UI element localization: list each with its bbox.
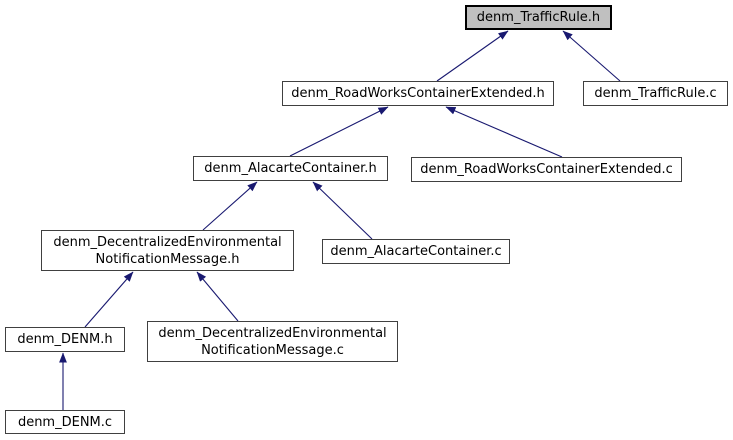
node-denm-alacartecontainer-h[interactable]: denm_AlacarteContainer.h: [193, 156, 388, 181]
node-denm-decentralizedenvironmentalnotificationmessage-h[interactable]: denm_DecentralizedEnvironmental Notifica…: [41, 230, 294, 271]
edge-roadworksextended-h-to-trafficrule-h: [436, 30, 509, 82]
edge-alacarte-h-to-roadworksextended-h: [289, 106, 389, 157]
edge-decentralized-c-to-decentralized-h: [196, 271, 239, 322]
edge-decentralized-h-to-alacarte-h: [202, 181, 258, 231]
edge-roadworksextended-c-to-roadworksextended-h: [445, 106, 563, 158]
edge-trafficrule-c-to-trafficrule-h: [562, 30, 621, 82]
node-denm-trafficrule-c[interactable]: denm_TrafficRule.c: [583, 81, 728, 106]
node-denm-decentralizedenvironmentalnotificationmessage-c[interactable]: denm_DecentralizedEnvironmental Notifica…: [147, 321, 398, 362]
node-denm-roadworkscontainerextended-h[interactable]: denm_RoadWorksContainerExtended.h: [282, 81, 554, 106]
node-denm-denm-c[interactable]: denm_DENM.c: [5, 410, 125, 434]
node-denm-roadworkscontainerextended-c[interactable]: denm_RoadWorksContainerExtended.c: [411, 157, 682, 182]
edge-alacarte-c-to-alacarte-h: [312, 181, 373, 240]
node-denm-alacartecontainer-c[interactable]: denm_AlacarteContainer.c: [322, 239, 510, 264]
edge-denm-h-to-decentralized-h: [84, 271, 134, 328]
node-denm-denm-h[interactable]: denm_DENM.h: [5, 327, 125, 352]
node-denm-trafficrule-h[interactable]: denm_TrafficRule.h: [465, 5, 612, 30]
